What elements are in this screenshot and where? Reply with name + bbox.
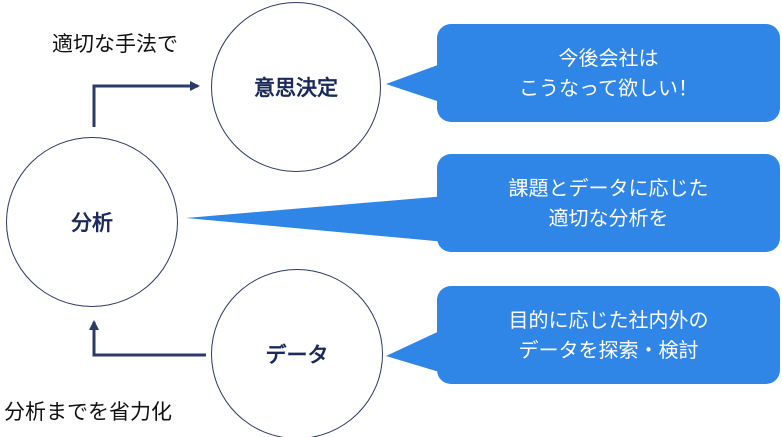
- callout-analysis-line1: 課題とデータに応じた: [508, 176, 709, 200]
- analysis-node: 分析: [6, 137, 178, 307]
- callout-data: 目的に応じた社内外の データを探索・検討: [437, 286, 780, 384]
- callout-analysis: 課題とデータに応じた 適切な分析を: [437, 154, 780, 252]
- callout-tail-analysis: [186, 196, 446, 242]
- decision-node: 意思決定: [211, 2, 381, 172]
- bottom-arrow-caption: 分析までを省力化: [4, 400, 172, 424]
- analysis-node-label: 分析: [71, 211, 113, 235]
- callout-decision-line2: こうなって欲しい！: [519, 76, 698, 100]
- decision-node-label: 意思決定: [254, 76, 338, 100]
- arrow-analysis-to-decision: [92, 81, 200, 127]
- top-arrow-caption: 適切な手法で: [52, 32, 178, 56]
- callout-analysis-line2: 適切な分析を: [548, 206, 669, 230]
- data-node-label: データ: [265, 343, 329, 367]
- callout-tail-data: [386, 328, 446, 374]
- callout-tail-decision: [386, 62, 446, 104]
- arrow-data-to-analysis: [89, 320, 206, 357]
- data-node: データ: [211, 269, 383, 437]
- callout-data-line1: 目的に応じた社内外の: [508, 308, 709, 332]
- callout-decision: 今後会社は こうなって欲しい！: [437, 24, 780, 122]
- callout-data-line2: データを探索・検討: [518, 338, 699, 362]
- callout-decision-line1: 今後会社は: [558, 46, 659, 70]
